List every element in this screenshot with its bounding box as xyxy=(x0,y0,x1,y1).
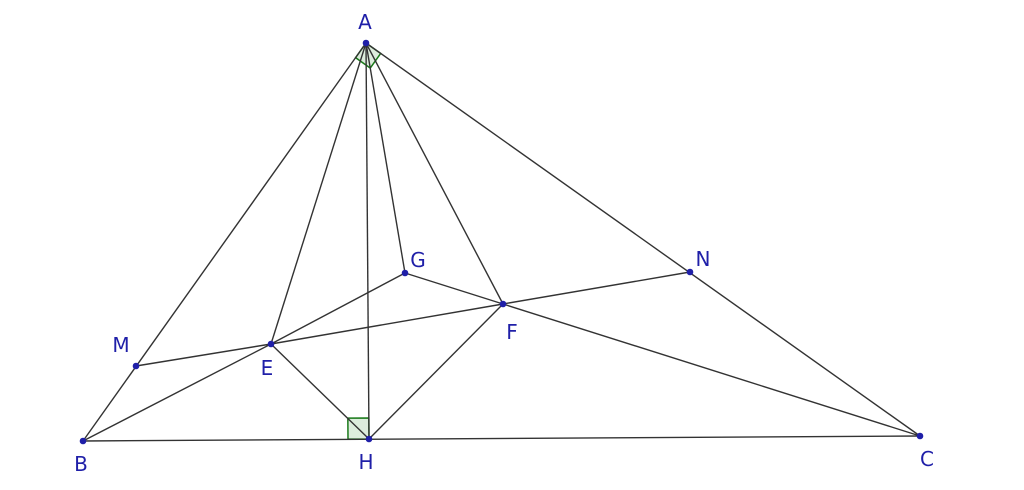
point-label-e: E xyxy=(261,356,274,380)
point-label-b: B xyxy=(74,452,88,476)
segment-bc xyxy=(82,435,921,442)
point-h xyxy=(365,435,373,443)
point-e xyxy=(267,340,275,348)
segment-af xyxy=(365,42,504,305)
point-label-c: C xyxy=(920,447,934,471)
segment-eg xyxy=(270,272,406,345)
point-n xyxy=(686,268,694,276)
point-m xyxy=(132,362,140,370)
segment-me xyxy=(135,343,272,367)
segment-be xyxy=(82,343,272,442)
point-c xyxy=(916,432,924,440)
segment-ab xyxy=(82,42,367,442)
segment-hf xyxy=(368,303,504,440)
point-label-a: A xyxy=(358,10,372,34)
point-b xyxy=(79,437,87,445)
segment-ah xyxy=(365,42,370,440)
point-f xyxy=(499,300,507,308)
segment-ag xyxy=(365,42,406,274)
point-label-f: F xyxy=(506,320,518,344)
point-label-g: G xyxy=(410,248,426,272)
segment-ac xyxy=(365,42,921,437)
point-a xyxy=(362,39,370,47)
segments xyxy=(82,42,921,442)
segment-gf xyxy=(404,272,504,305)
point-labels: A B C H M N E F G xyxy=(74,10,934,476)
segment-ae xyxy=(270,42,367,345)
point-label-h: H xyxy=(358,450,373,474)
segment-ef xyxy=(270,303,504,345)
point-label-m: M xyxy=(112,333,129,357)
segment-eh xyxy=(270,343,370,440)
point-g xyxy=(401,269,409,277)
point-label-n: N xyxy=(696,247,711,271)
points xyxy=(79,39,924,445)
segment-fn xyxy=(502,271,691,305)
segment-cf xyxy=(502,303,921,437)
